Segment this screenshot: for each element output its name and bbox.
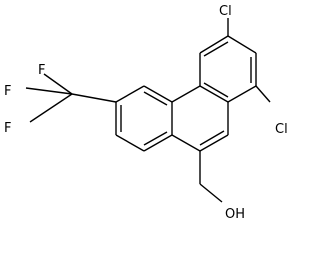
fluorine-label-left-lower: F	[4, 121, 11, 136]
bond	[143, 85, 173, 103]
bond	[25, 87, 73, 95]
bond	[203, 82, 229, 98]
bond	[71, 93, 117, 103]
bond	[227, 85, 257, 103]
hydroxyl-label: OH	[225, 207, 245, 222]
bond	[203, 41, 229, 57]
bond	[115, 134, 145, 152]
bond	[199, 85, 229, 103]
chlorine-label-top: Cl	[219, 4, 232, 19]
bond	[199, 134, 229, 152]
bond	[143, 91, 168, 106]
bond	[43, 73, 73, 95]
chlorine-label-right: Cl	[275, 122, 288, 137]
bond	[29, 93, 73, 123]
bond	[115, 85, 145, 103]
bond	[199, 183, 223, 203]
bond	[255, 85, 271, 103]
bond	[143, 134, 173, 152]
bond	[199, 130, 225, 146]
bond	[171, 85, 201, 103]
bond	[199, 35, 229, 54]
bond	[227, 35, 257, 54]
fluorine-label-left-upper: F	[4, 84, 11, 99]
fluorine-label-top: F	[38, 63, 45, 78]
molecule-structure: Cl Cl F F F OH	[4, 4, 288, 222]
bond	[171, 134, 201, 152]
bond	[143, 131, 168, 146]
